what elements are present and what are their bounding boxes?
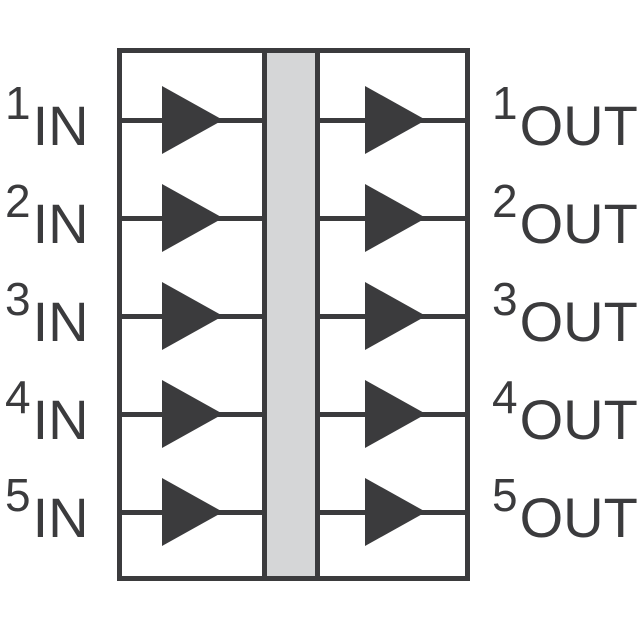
pin-number-superscript: 1 bbox=[5, 77, 31, 129]
isolation-barrier bbox=[262, 53, 320, 576]
buffer-triangle-icon bbox=[162, 282, 223, 350]
pin-name: IN bbox=[32, 94, 89, 157]
input-pin-label: 4 IN bbox=[5, 371, 89, 448]
pin-name: OUT bbox=[519, 192, 638, 255]
buffer-triangle-icon bbox=[162, 184, 223, 252]
pin-number-superscript: 2 bbox=[5, 175, 31, 227]
buffer-triangle-icon bbox=[162, 380, 223, 448]
pin-name: OUT bbox=[519, 290, 638, 353]
pin-number-superscript: 5 bbox=[5, 469, 31, 521]
buffer-triangle-icon bbox=[162, 478, 223, 546]
input-pin-label: 2 IN bbox=[5, 175, 89, 252]
pin-number-superscript: 5 bbox=[492, 469, 518, 521]
input-pin-label: 3 IN bbox=[5, 273, 89, 350]
pin-number-superscript: 2 bbox=[492, 175, 518, 227]
pin-name: OUT bbox=[519, 388, 638, 451]
input-pin-label: 5 IN bbox=[5, 469, 89, 546]
buffer-triangle-icon bbox=[162, 86, 223, 154]
buffer-triangle-icon bbox=[365, 282, 426, 350]
pin-number-superscript: 3 bbox=[5, 273, 31, 325]
buffer-triangle-icon bbox=[365, 86, 426, 154]
output-pin-label: 1 OUT bbox=[492, 77, 638, 154]
buffer-triangle-icon bbox=[365, 184, 426, 252]
buffer-triangle-icon bbox=[365, 380, 426, 448]
output-pin-label: 3 OUT bbox=[492, 273, 638, 350]
output-pin-label: 4 OUT bbox=[492, 371, 638, 448]
output-pin-label: 5 OUT bbox=[492, 469, 638, 546]
input-pin-label: 1 IN bbox=[5, 77, 89, 154]
pin-number-superscript: 3 bbox=[492, 273, 518, 325]
pin-name: OUT bbox=[519, 486, 638, 549]
pin-name: IN bbox=[32, 290, 89, 353]
pin-number-superscript: 4 bbox=[5, 371, 31, 423]
pin-name: IN bbox=[32, 192, 89, 255]
pin-name: IN bbox=[32, 388, 89, 451]
pin-name: IN bbox=[32, 486, 89, 549]
pin-number-superscript: 1 bbox=[492, 77, 518, 129]
output-pin-label: 2 OUT bbox=[492, 175, 638, 252]
pin-name: OUT bbox=[519, 94, 638, 157]
buffer-triangle-icon bbox=[365, 478, 426, 546]
pin-number-superscript: 4 bbox=[492, 371, 518, 423]
